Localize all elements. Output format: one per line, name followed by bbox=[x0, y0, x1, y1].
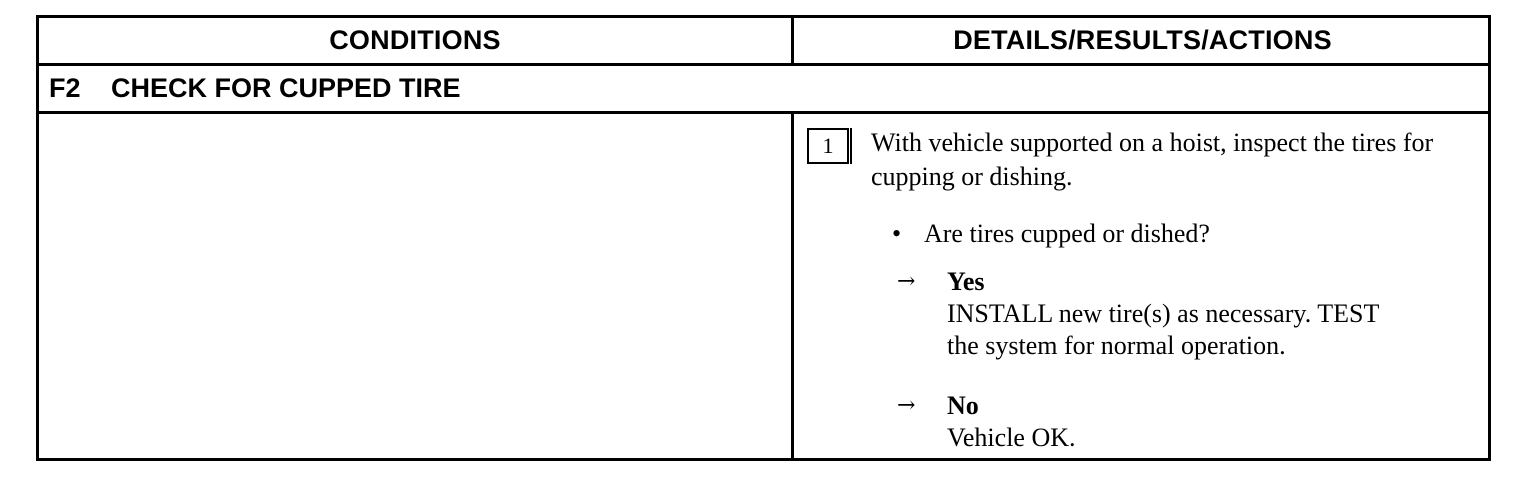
step-number-box: 1 bbox=[807, 128, 852, 164]
column-divider bbox=[791, 114, 794, 458]
question-text: Are tires cupped or dished? bbox=[924, 219, 1210, 248]
diagnostic-table: CONDITIONS DETAILS/RESULTS/ACTIONS F2 CH… bbox=[36, 15, 1491, 461]
table-header-row: CONDITIONS DETAILS/RESULTS/ACTIONS bbox=[39, 18, 1488, 66]
arrow-right-icon: → bbox=[897, 269, 916, 294]
step-number: 1 bbox=[822, 133, 834, 158]
details-cell: 1 With vehicle supported on a hoist, ins… bbox=[794, 114, 1488, 458]
answer-yes-action-line2: the system for normal operation. bbox=[947, 331, 1286, 360]
section-title: CHECK FOR CUPPED TIRE bbox=[111, 73, 461, 103]
section-code: F2 bbox=[49, 73, 81, 103]
answer-no-label: No bbox=[947, 391, 979, 420]
conditions-header: CONDITIONS bbox=[329, 25, 501, 55]
answer-no-action-line1: Vehicle OK. bbox=[947, 423, 1076, 452]
answer-yes: → Yes INSTALL new tire(s) as necessary. … bbox=[897, 266, 1379, 362]
question-item: • Are tires cupped or dished? bbox=[892, 218, 1210, 250]
step-instruction: With vehicle supported on a hoist, inspe… bbox=[871, 128, 1434, 191]
column-divider bbox=[791, 18, 794, 66]
details-header: DETAILS/RESULTS/ACTIONS bbox=[953, 25, 1332, 55]
conditions-cell bbox=[39, 114, 791, 458]
arrow-right-icon: → bbox=[897, 393, 916, 418]
answer-no: → No Vehicle OK. bbox=[897, 390, 1076, 454]
answer-yes-action-line1: INSTALL new tire(s) as necessary. TEST bbox=[947, 299, 1380, 328]
bullet-icon: • bbox=[892, 219, 902, 248]
section-row: F2 CHECK FOR CUPPED TIRE bbox=[39, 66, 1488, 114]
answer-yes-label: Yes bbox=[947, 267, 985, 296]
